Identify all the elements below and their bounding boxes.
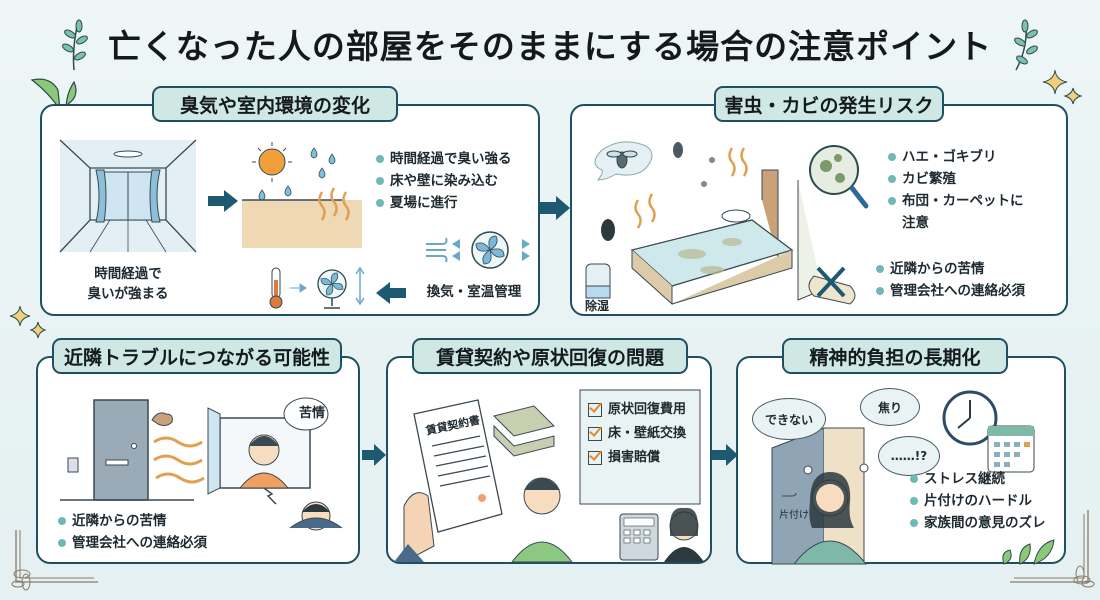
panel-title: 臭気や室内環境の変化 — [152, 86, 398, 122]
bullet-item: 時間経過で臭い強る — [376, 148, 512, 170]
thermometer-fan-icon — [269, 266, 365, 309]
ventilation-label: 換気・室温管理 — [426, 284, 522, 300]
neighbors-bullets: 近隣からの苦情 管理会社への連絡必須 — [58, 510, 207, 554]
panel-lease: 賃貸契約や原状回復の問題 賃貸契約書 原状回復費用 床・壁紙交換 損害賠償 — [386, 338, 712, 564]
thought-bubble: 焦り — [860, 388, 920, 426]
panel-title: 近隣トラブルにつながる可能性 — [52, 338, 342, 374]
odor-caption: 時間経過で臭いが強まる — [87, 266, 169, 302]
pests-bullets: ハエ・ゴキブリ カビ繁殖 布団・カーペットに注意 — [888, 146, 1048, 234]
odor-bullets: 時間経過で臭い強る 床や壁に染み込む 夏場に進行 — [376, 148, 512, 214]
bullet-item: 近隣からの苦情 — [876, 258, 1025, 280]
contract-illustration — [394, 389, 704, 563]
laurel-right-icon — [1014, 19, 1038, 71]
arrow-right-icon — [362, 444, 386, 466]
leaves-icon — [1002, 539, 1055, 565]
bullet-item: 夏場に進行 — [376, 192, 512, 214]
checkbox-checked-icon — [588, 427, 602, 441]
arrow-right-icon — [540, 196, 570, 220]
bullet-item: 管理会社への連絡必須 — [876, 280, 1025, 302]
door-neighbor-illustration — [60, 397, 343, 531]
panel-title: 害虫・カビの発生リスク — [714, 86, 944, 122]
bullet-item: ストレス継続 — [910, 468, 1046, 490]
panel-title: 精神的負担の長期化 — [782, 338, 1008, 374]
arrow-right-icon — [208, 190, 238, 212]
checkbox-checked-icon — [588, 403, 602, 417]
pests-bullets-secondary: 近隣からの苦情 管理会社への連絡必須 — [876, 258, 1025, 302]
ventilation-fan-icon — [426, 231, 530, 269]
checklist-item: 損害賠償 — [588, 446, 686, 470]
arrow-right-icon — [712, 444, 738, 466]
panel-neighbors: 近隣トラブルにつながる可能性 苦情 近隣からの苦情 管理会社への連絡必須 — [36, 338, 360, 564]
arrow-left-icon — [376, 282, 406, 304]
lease-checklist: 原状回復費用 床・壁紙交換 損害賠償 — [588, 398, 686, 470]
door-label: 片付け — [779, 510, 809, 521]
bullet-item: 片付けのハードル — [910, 490, 1046, 512]
bullet-item: 布団・カーペットに注意 — [888, 190, 1028, 234]
checklist-item: 床・壁紙交換 — [588, 422, 686, 446]
corner-ornament-icon — [11, 530, 98, 591]
bullet-item: 管理会社への連絡必須 — [58, 532, 207, 554]
bullet-item: 近隣からの苦情 — [58, 510, 207, 532]
page-title: 亡くなった人の部屋をそのままにする場合の注意ポイント — [107, 27, 993, 66]
bullet-item: ハエ・ゴキブリ — [888, 146, 1048, 168]
sun-humidity-illustration — [242, 142, 362, 248]
room-illustration — [59, 139, 197, 253]
panel-title: 賃貸契約や原状回復の問題 — [412, 338, 688, 374]
panel-mental: 精神的負担の長期化 できない 焦り ……!? 片付け ストレス継続 片付けのハー… — [736, 338, 1066, 565]
bullet-item: 家族間の意見のズレ — [910, 512, 1046, 534]
laurel-left-icon — [62, 19, 88, 71]
bullet-item: 床や壁に染み込む — [376, 170, 512, 192]
checkbox-checked-icon — [588, 451, 602, 465]
bed-pests-illustration — [585, 141, 869, 306]
thought-bubble: できない — [752, 398, 826, 440]
corner-ornament-icon — [1010, 510, 1095, 588]
stressed-person-illustration — [771, 390, 1035, 565]
complaint-bubble: 苦情 — [298, 406, 325, 421]
sparkle-icon — [1042, 69, 1083, 105]
bullet-item: カビ繁殖 — [888, 168, 1048, 190]
thought-bubble: ……!? — [878, 436, 940, 476]
leaves-icon — [30, 78, 77, 111]
panel-pests: 害虫・カビの発生リスク 除湿 ハエ・ゴキブリ カビ繁殖 布団・カーペットに注意 … — [570, 86, 1068, 316]
mental-bullets: ストレス継続 片付けのハードル 家族間の意見のズレ — [910, 468, 1046, 534]
dehumidifier-label: 除湿 — [584, 299, 609, 313]
sparkle-icon — [9, 305, 47, 339]
checklist-item: 原状回復費用 — [588, 398, 686, 422]
panel-odor: 臭気や室内環境の変化 時間経過で臭いが強まる 時間経過で臭い強る 床や壁に染み込… — [40, 86, 540, 316]
